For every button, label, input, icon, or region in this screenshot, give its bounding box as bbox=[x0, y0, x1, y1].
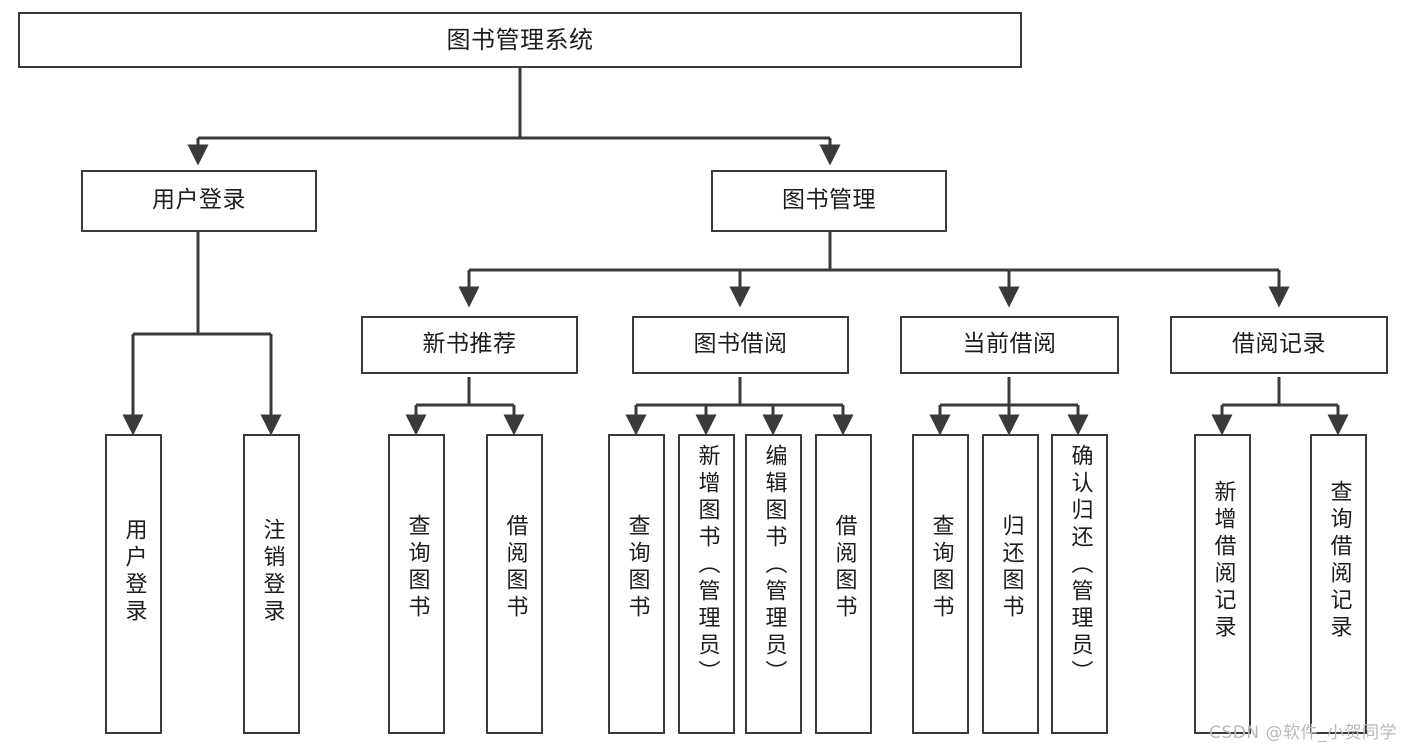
node-borrow-record-label: 借阅记录 bbox=[1232, 331, 1326, 358]
node-leaf-bb-query[interactable]: 查询图书 bbox=[608, 434, 665, 734]
node-leaf-bb-borrow[interactable]: 借阅图书 bbox=[815, 434, 872, 734]
node-leaf-bb-add[interactable]: 新增图书（管理员） bbox=[678, 434, 735, 734]
node-leaf-cb-query-label: 查询图书 bbox=[928, 514, 954, 622]
node-leaf-cb-return-label: 归还图书 bbox=[998, 514, 1024, 622]
node-leaf-cb-confirm[interactable]: 确认归还（管理员） bbox=[1051, 434, 1108, 734]
csdn-watermark: CSDN @软件_小贺同学 bbox=[1209, 723, 1397, 743]
node-book-manage[interactable]: 图书管理 bbox=[711, 170, 947, 232]
node-leaf-user-logout-label: 注销登录 bbox=[259, 518, 285, 626]
node-leaf-br-add[interactable]: 新增借阅记录 bbox=[1194, 434, 1251, 734]
node-current-borrow-label: 当前借阅 bbox=[962, 331, 1057, 358]
node-current-borrow[interactable]: 当前借阅 bbox=[900, 316, 1119, 374]
node-leaf-bb-add-label: 新增图书（管理员） bbox=[694, 444, 720, 687]
node-user-login-label: 用户登录 bbox=[152, 187, 246, 214]
node-root-label: 图书管理系统 bbox=[446, 25, 594, 54]
node-leaf-nbr-query-label: 查询图书 bbox=[404, 514, 430, 622]
node-leaf-user-logout[interactable]: 注销登录 bbox=[243, 434, 300, 734]
node-book-manage-label: 图书管理 bbox=[782, 187, 876, 214]
node-leaf-user-login-label: 用户登录 bbox=[121, 518, 147, 626]
node-leaf-nbr-borrow-label: 借阅图书 bbox=[502, 514, 528, 622]
node-new-book-rec[interactable]: 新书推荐 bbox=[361, 316, 578, 374]
node-leaf-cb-query[interactable]: 查询图书 bbox=[912, 434, 969, 734]
node-book-borrow[interactable]: 图书借阅 bbox=[632, 316, 849, 374]
node-leaf-br-query[interactable]: 查询借阅记录 bbox=[1310, 434, 1367, 734]
node-book-borrow-label: 图书借阅 bbox=[693, 331, 788, 358]
node-leaf-br-query-label: 查询借阅记录 bbox=[1326, 480, 1352, 642]
node-leaf-cb-return[interactable]: 归还图书 bbox=[982, 434, 1039, 734]
node-leaf-bb-edit-label: 编辑图书（管理员） bbox=[761, 444, 787, 687]
node-leaf-bb-query-label: 查询图书 bbox=[624, 514, 650, 622]
node-new-book-rec-label: 新书推荐 bbox=[422, 331, 517, 358]
node-leaf-bb-edit[interactable]: 编辑图书（管理员） bbox=[745, 434, 802, 734]
node-user-login[interactable]: 用户登录 bbox=[81, 170, 317, 232]
node-leaf-cb-confirm-label: 确认归还（管理员） bbox=[1067, 444, 1093, 687]
node-borrow-record[interactable]: 借阅记录 bbox=[1170, 316, 1388, 374]
node-leaf-nbr-query[interactable]: 查询图书 bbox=[388, 434, 445, 734]
node-leaf-bb-borrow-label: 借阅图书 bbox=[831, 514, 857, 622]
node-leaf-nbr-borrow[interactable]: 借阅图书 bbox=[486, 434, 543, 734]
node-leaf-user-login[interactable]: 用户登录 bbox=[105, 434, 162, 734]
node-leaf-br-add-label: 新增借阅记录 bbox=[1210, 480, 1236, 642]
node-root[interactable]: 图书管理系统 bbox=[18, 12, 1022, 68]
